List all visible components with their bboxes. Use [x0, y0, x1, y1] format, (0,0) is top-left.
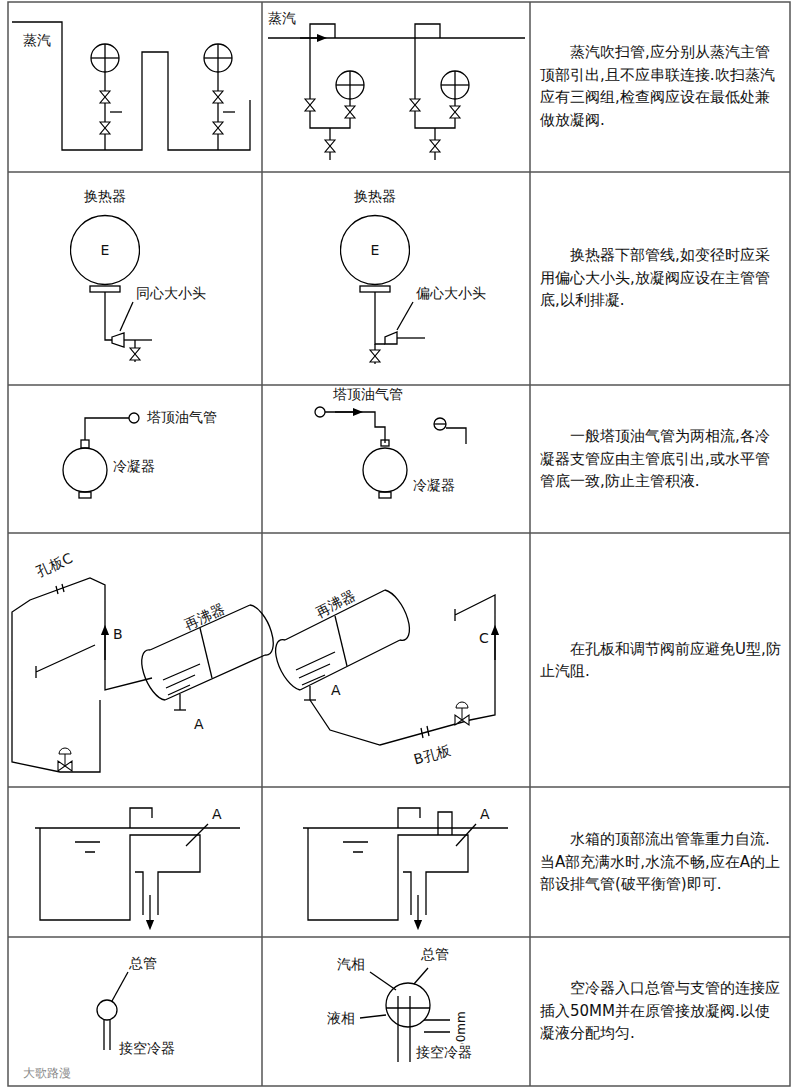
- part-label: 汽相: [336, 956, 366, 973]
- vessel-name: 换热器: [340, 188, 410, 206]
- vessel-tag: E: [340, 242, 410, 258]
- part-label: B孔板: [412, 742, 453, 768]
- note-text: 换热器下部管线,如变径时应采用偏心大小头,放凝阀应设在主管管底,以利排凝.: [540, 244, 782, 312]
- part-label: 总管: [128, 955, 158, 972]
- part-label: 再沸器: [313, 587, 358, 621]
- part-label: 同心大小头: [135, 285, 207, 302]
- note-text: 在孔板和调节阀前应避免U型,防止汽阻.: [540, 638, 782, 683]
- part-label: 液相: [326, 1010, 356, 1027]
- part-label: A: [211, 806, 223, 823]
- part-label: B: [112, 626, 124, 643]
- valve-symbols: [58, 91, 469, 771]
- part-label: 总管: [420, 946, 450, 963]
- vessel-tag: E: [70, 242, 140, 258]
- watermark: 大歌路漫: [22, 1066, 72, 1080]
- part-label: A: [193, 716, 205, 733]
- part-label: 冷凝器: [412, 477, 456, 494]
- part-label: A: [479, 806, 491, 823]
- note-text: 水箱的顶部流出管靠重力自流.当A部充满水时,水流不畅,应在A的上部设排气管(破平…: [540, 828, 782, 896]
- part-label: 蒸汽: [267, 10, 297, 27]
- part-label: A: [330, 682, 342, 699]
- part-label: 再沸器: [182, 601, 227, 633]
- part-label: 冷凝器: [112, 458, 156, 475]
- part-label: 蒸汽: [22, 32, 52, 49]
- part-label: 塔顶油气管: [146, 409, 218, 426]
- heat-exchanger: 换热器 E: [70, 188, 140, 286]
- note-text: 空冷器入口总管与支管的连接应插入50MM并在原管接放凝阀.以使凝液分配均匀.: [540, 977, 782, 1045]
- part-label: 塔顶油气管: [332, 386, 404, 403]
- part-label: 偏心大小头: [415, 285, 487, 302]
- part-label: 接空冷器: [415, 1044, 473, 1061]
- heat-exchanger: 换热器 E: [340, 188, 410, 286]
- note-text: 一般塔顶油气管为两相流,各冷凝器支管应由主管底引出,或水平管管底一致,防止主管积…: [540, 425, 782, 493]
- note-text: 蒸汽吹扫管,应分别从蒸汽主管顶部引出,且不应串联连接.吹扫蒸汽应有三阀组,检查阀…: [540, 41, 782, 131]
- part-label: C: [478, 630, 490, 647]
- part-label: 接空冷器: [118, 1040, 176, 1057]
- table-grid: [8, 2, 790, 1086]
- vessel-name: 换热器: [70, 188, 140, 206]
- part-label: 孔板C: [34, 550, 75, 581]
